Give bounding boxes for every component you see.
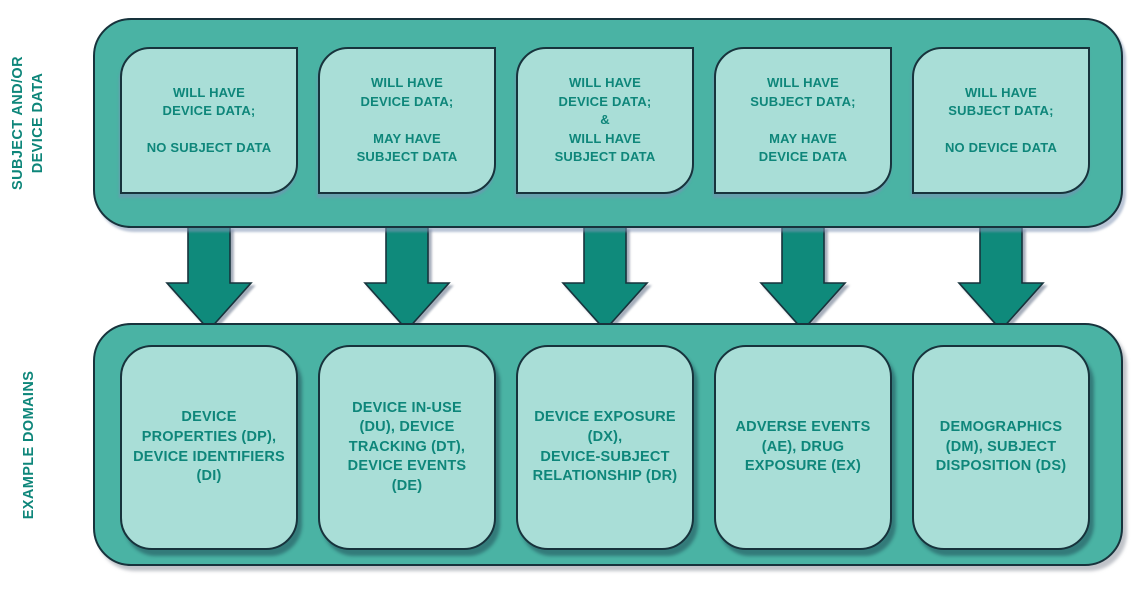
- top-box-will-have-device-and-subject: WILL HAVE DEVICE DATA; & WILL HAVE SUBJE…: [516, 47, 694, 194]
- top-box-label: WILL HAVE DEVICE DATA; MAY HAVE SUBJECT …: [356, 75, 458, 165]
- top-box-will-have-device-may-have-subject: WILL HAVE DEVICE DATA; MAY HAVE SUBJECT …: [318, 47, 496, 194]
- domain-box-label: DEVICE PROPERTIES (DP), DEVICE IDENTIFIE…: [133, 409, 285, 485]
- domain-box-label: DEVICE IN-USE (DU), DEVICE TRACKING (DT)…: [347, 399, 467, 494]
- down-arrow-icon: [363, 226, 451, 332]
- down-arrow-icon: [759, 226, 847, 332]
- domain-box-label: DEMOGRAPHICS (DM), SUBJECT DISPOSITION (…: [935, 419, 1067, 475]
- down-arrow-icon: [561, 226, 649, 332]
- down-arrow-icon: [957, 226, 1045, 332]
- domain-box-du-dt-de: DEVICE IN-USE (DU), DEVICE TRACKING (DT)…: [318, 345, 496, 550]
- top-box-label: WILL HAVE DEVICE DATA; NO SUBJECT DATA: [146, 84, 272, 155]
- top-box-will-have-subject-no-device: WILL HAVE SUBJECT DATA; NO DEVICE DATA: [912, 47, 1090, 194]
- subject-device-data-band: WILL HAVE DEVICE DATA; NO SUBJECT DATA W…: [93, 18, 1123, 228]
- domain-box-label: ADVERSE EVENTS (AE), DRUG EXPOSURE (EX): [735, 419, 871, 475]
- top-box-will-have-subject-may-have-device: WILL HAVE SUBJECT DATA; MAY HAVE DEVICE …: [714, 47, 892, 194]
- down-arrow-icon: [165, 226, 253, 332]
- top-band-side-label: SUBJECT AND/OR DEVICE DATA: [10, 56, 46, 190]
- top-box-label: WILL HAVE SUBJECT DATA; NO DEVICE DATA: [944, 84, 1058, 155]
- domain-box-dm-ds: DEMOGRAPHICS (DM), SUBJECT DISPOSITION (…: [912, 345, 1090, 550]
- example-domains-band: DEVICE PROPERTIES (DP), DEVICE IDENTIFIE…: [93, 323, 1123, 566]
- top-box-will-have-device-no-subject: WILL HAVE DEVICE DATA; NO SUBJECT DATA: [120, 47, 298, 194]
- domain-box-dp-di: DEVICE PROPERTIES (DP), DEVICE IDENTIFIE…: [120, 345, 298, 550]
- bottom-band-side-label: EXAMPLE DOMAINS: [21, 370, 37, 520]
- domain-box-label: DEVICE EXPOSURE (DX), DEVICE-SUBJECT REL…: [532, 409, 678, 485]
- domain-box-ae-ex: ADVERSE EVENTS (AE), DRUG EXPOSURE (EX): [714, 345, 892, 550]
- top-box-label: WILL HAVE SUBJECT DATA; MAY HAVE DEVICE …: [750, 75, 856, 165]
- top-box-label: WILL HAVE DEVICE DATA; & WILL HAVE SUBJE…: [554, 75, 656, 165]
- domain-box-dx-dr: DEVICE EXPOSURE (DX), DEVICE-SUBJECT REL…: [516, 345, 694, 550]
